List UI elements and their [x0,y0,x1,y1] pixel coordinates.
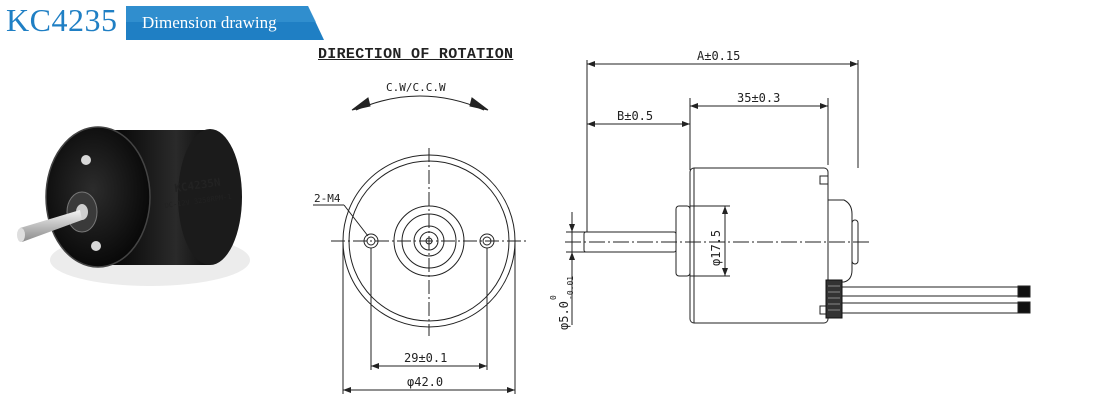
motor-face [46,127,150,267]
motor-photo: KC4235N DC-12V 3250RPM-1 [17,126,250,286]
model-title: KC4235 [6,2,118,38]
hole-spacing-label: 29±0.1 [404,351,447,365]
shaft-tol-lower: -0.01 [566,276,575,300]
rotation-heading: DIRECTION OF ROTATION [318,46,514,63]
section-banner: Dimension drawing [126,4,326,42]
holes-label: 2-M4 [314,192,341,205]
photo-label-model: KC4235N [174,176,222,195]
boss-diameter-label: φ17.5 [709,230,723,266]
arrow-cw-icon [469,97,489,111]
front-boss [675,205,691,277]
cable-grommet [825,279,843,319]
rotation-label: C.W/C.C.W [386,81,446,94]
outer-diameter-label: φ42.0 [407,375,443,389]
body-length-label: 35±0.3 [737,91,780,105]
motor-shaft [20,210,82,242]
shaft-tol-upper: 0 [549,295,558,300]
section-label: Dimension drawing [142,13,277,32]
wire-terminal-red [1017,285,1031,298]
shaft-length-label: B±0.5 [617,109,653,123]
overall-length-label: A±0.15 [697,49,740,63]
banner-shape [126,6,324,40]
rotation-arc [355,95,485,111]
wire-terminal-black [1017,301,1031,314]
shaft-diameter-label: φ5.0 [557,301,571,330]
arrow-ccw-icon [351,97,371,111]
